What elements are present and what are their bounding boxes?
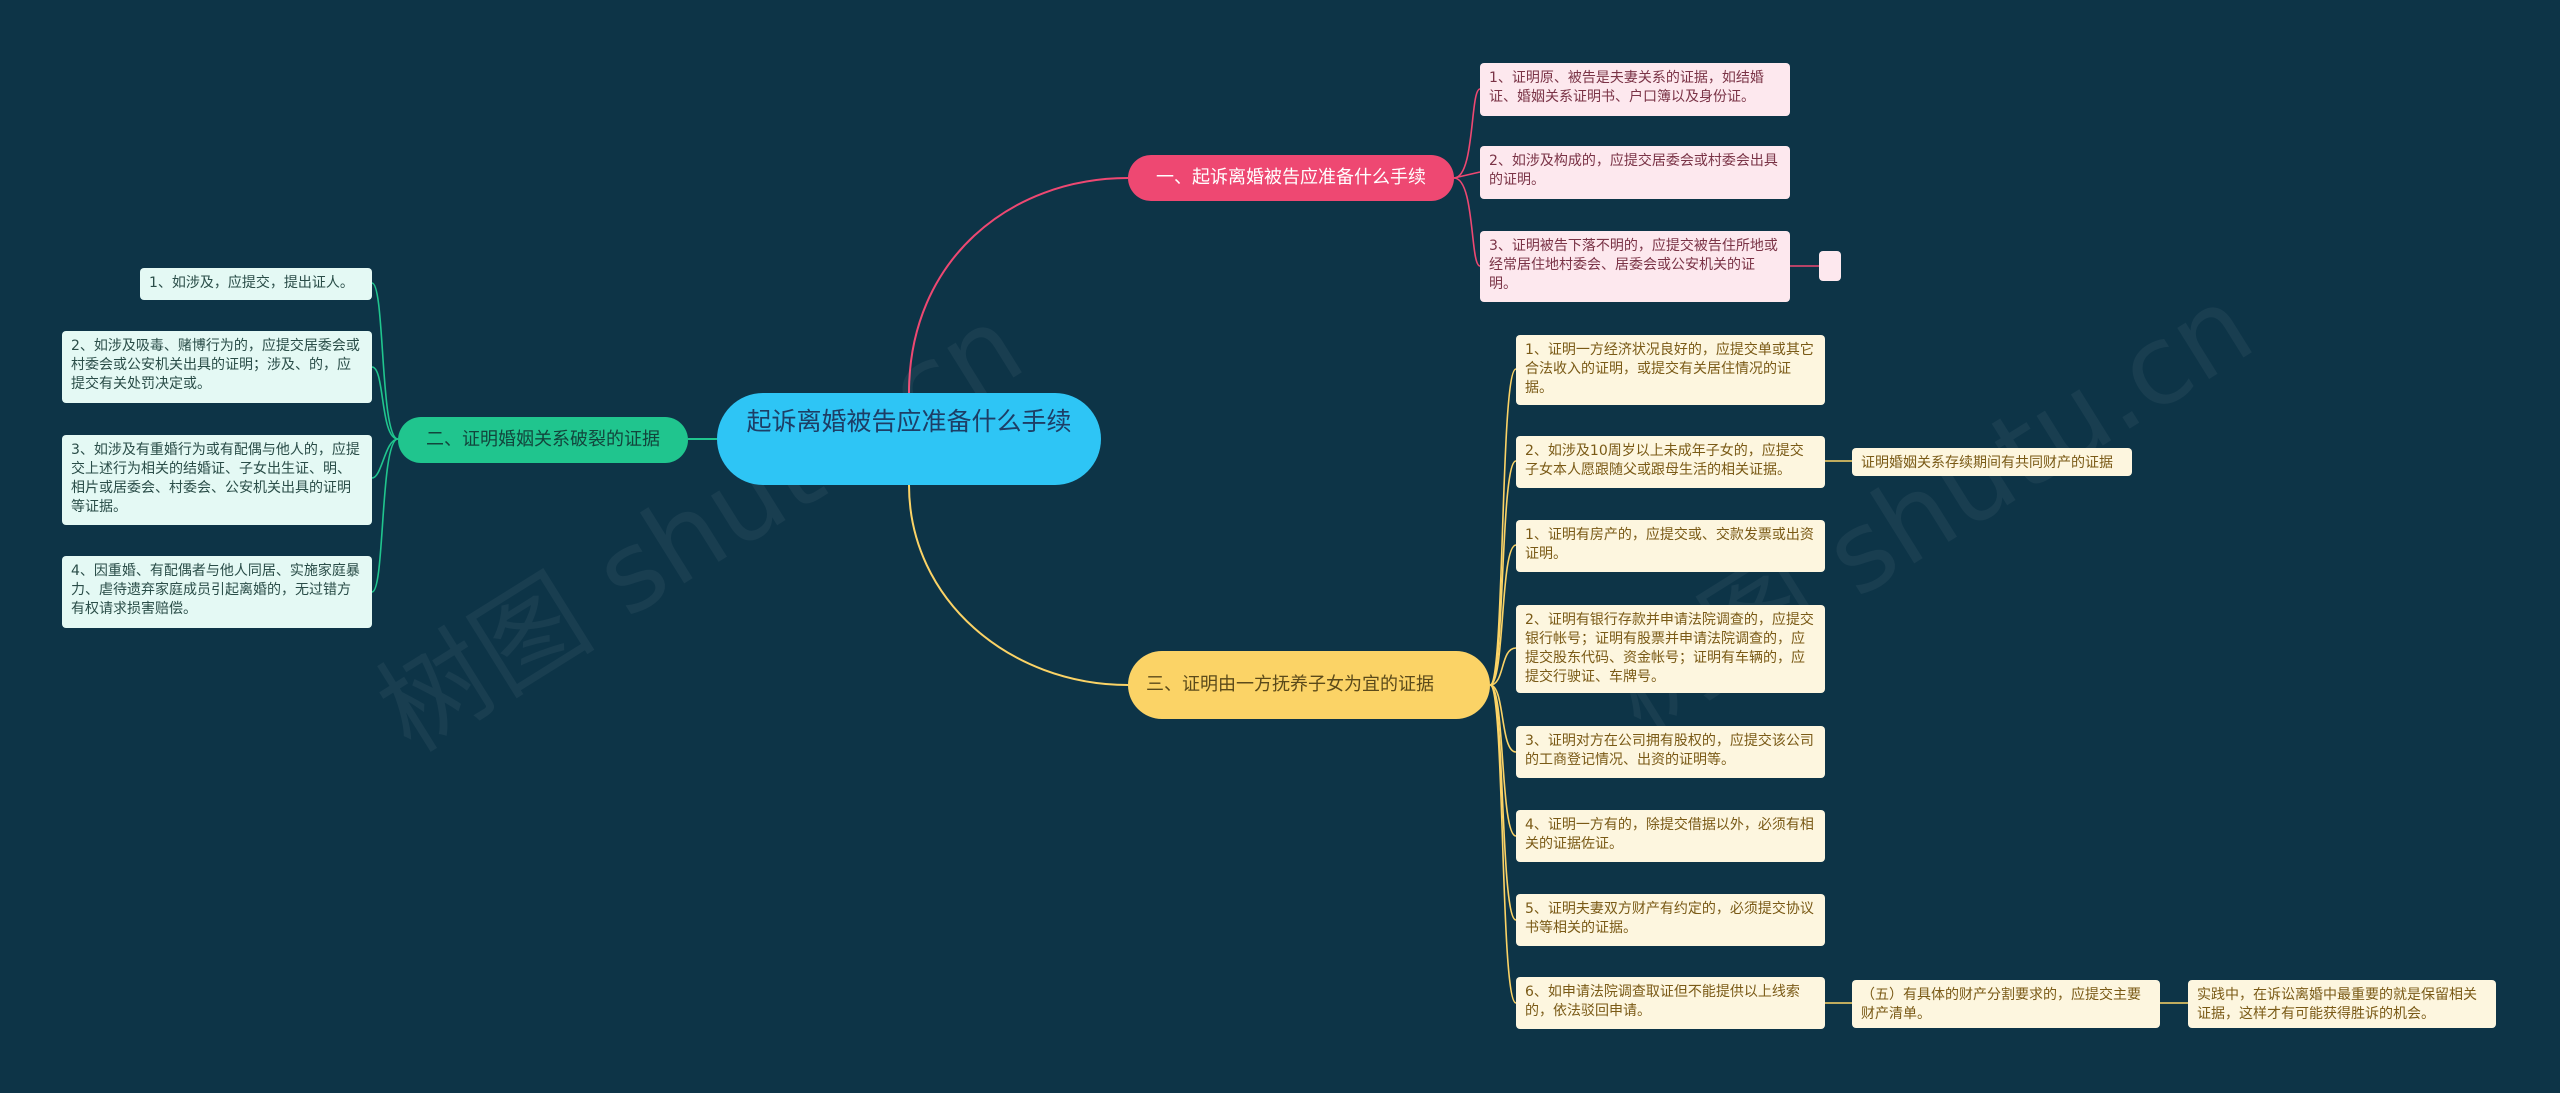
- leaf-node[interactable]: 1、证明原、被告是夫妻关系的证据，如结婚证、婚姻关系证明书、户口簿以及身份证。: [1480, 63, 1790, 116]
- branch-label: 一、起诉离婚被告应准备什么手续: [1156, 167, 1426, 188]
- leaf-node[interactable]: 2、如涉及构成的，应提交居委会或村委会出具的证明。: [1480, 146, 1790, 199]
- leaf-node[interactable]: 4、因重婚、有配偶者与他人同居、实施家庭暴力、虐待遗弃家庭成员引起离婚的，无过错…: [62, 556, 372, 628]
- leaf-node[interactable]: 3、证明对方在公司拥有股权的，应提交该公司的工商登记情况、出资的证明等。: [1516, 726, 1825, 778]
- sub-leaf-node[interactable]: 证明婚姻关系存续期间有共同财产的证据: [1852, 448, 2132, 476]
- sub-leaf-node[interactable]: 实践中，在诉讼离婚中最重要的就是保留相关证据，这样才有可能获得胜诉的机会。: [2188, 980, 2496, 1028]
- branch-label: 三、证明由一方抚养子女为宜的证据: [1146, 674, 1434, 695]
- leaf-node[interactable]: 1、证明有房产的，应提交或、交款发票或出资证明。: [1516, 520, 1825, 572]
- leaf-node[interactable]: 6、如申请法院调查取证但不能提供以上线索的，依法驳回申请。: [1516, 977, 1825, 1029]
- leaf-node[interactable]: 1、证明一方经济状况良好的，应提交单或其它合法收入的证明，或提交有关居住情况的证…: [1516, 335, 1825, 405]
- branch-label: 二、证明婚姻关系破裂的证据: [426, 429, 660, 450]
- leaf-node[interactable]: 3、证明被告下落不明的，应提交被告住所地或经常居住地村委会、居委会或公安机关的证…: [1480, 231, 1790, 302]
- sub-leaf-node[interactable]: （五）有具体的财产分割要求的，应提交主要财产清单。: [1852, 980, 2160, 1028]
- central-topic[interactable]: 起诉离婚被告应准备什么手续: [717, 393, 1101, 485]
- leaf-node[interactable]: 1、如涉及，应提交，提出证人。: [140, 268, 372, 300]
- leaf-node[interactable]: 5、证明夫妻双方财产有约定的，必须提交协议书等相关的证据。: [1516, 894, 1825, 946]
- leaf-node[interactable]: 4、证明一方有的，除提交借据以外，必须有相关的证据佐证。: [1516, 810, 1825, 862]
- empty-leaf-node[interactable]: [1819, 251, 1841, 281]
- leaf-node[interactable]: 2、证明有银行存款并申请法院调查的，应提交银行帐号；证明有股票并申请法院调查的，…: [1516, 605, 1825, 693]
- leaf-node[interactable]: 2、如涉及吸毒、赌博行为的，应提交居委会或村委会或公安机关出具的证明；涉及、的，…: [62, 331, 372, 403]
- leaf-node[interactable]: 2、如涉及10周岁以上未成年子女的，应提交子女本人愿跟随父或跟母生活的相关证据。: [1516, 436, 1825, 488]
- branch-topic-2[interactable]: 二、证明婚姻关系破裂的证据: [398, 417, 688, 463]
- branch-topic-3[interactable]: 三、证明由一方抚养子女为宜的证据: [1128, 651, 1490, 719]
- leaf-node[interactable]: 3、如涉及有重婚行为或有配偶与他人的，应提交上述行为相关的结婚证、子女出生证、明…: [62, 435, 372, 525]
- branch-topic-1[interactable]: 一、起诉离婚被告应准备什么手续: [1128, 155, 1454, 201]
